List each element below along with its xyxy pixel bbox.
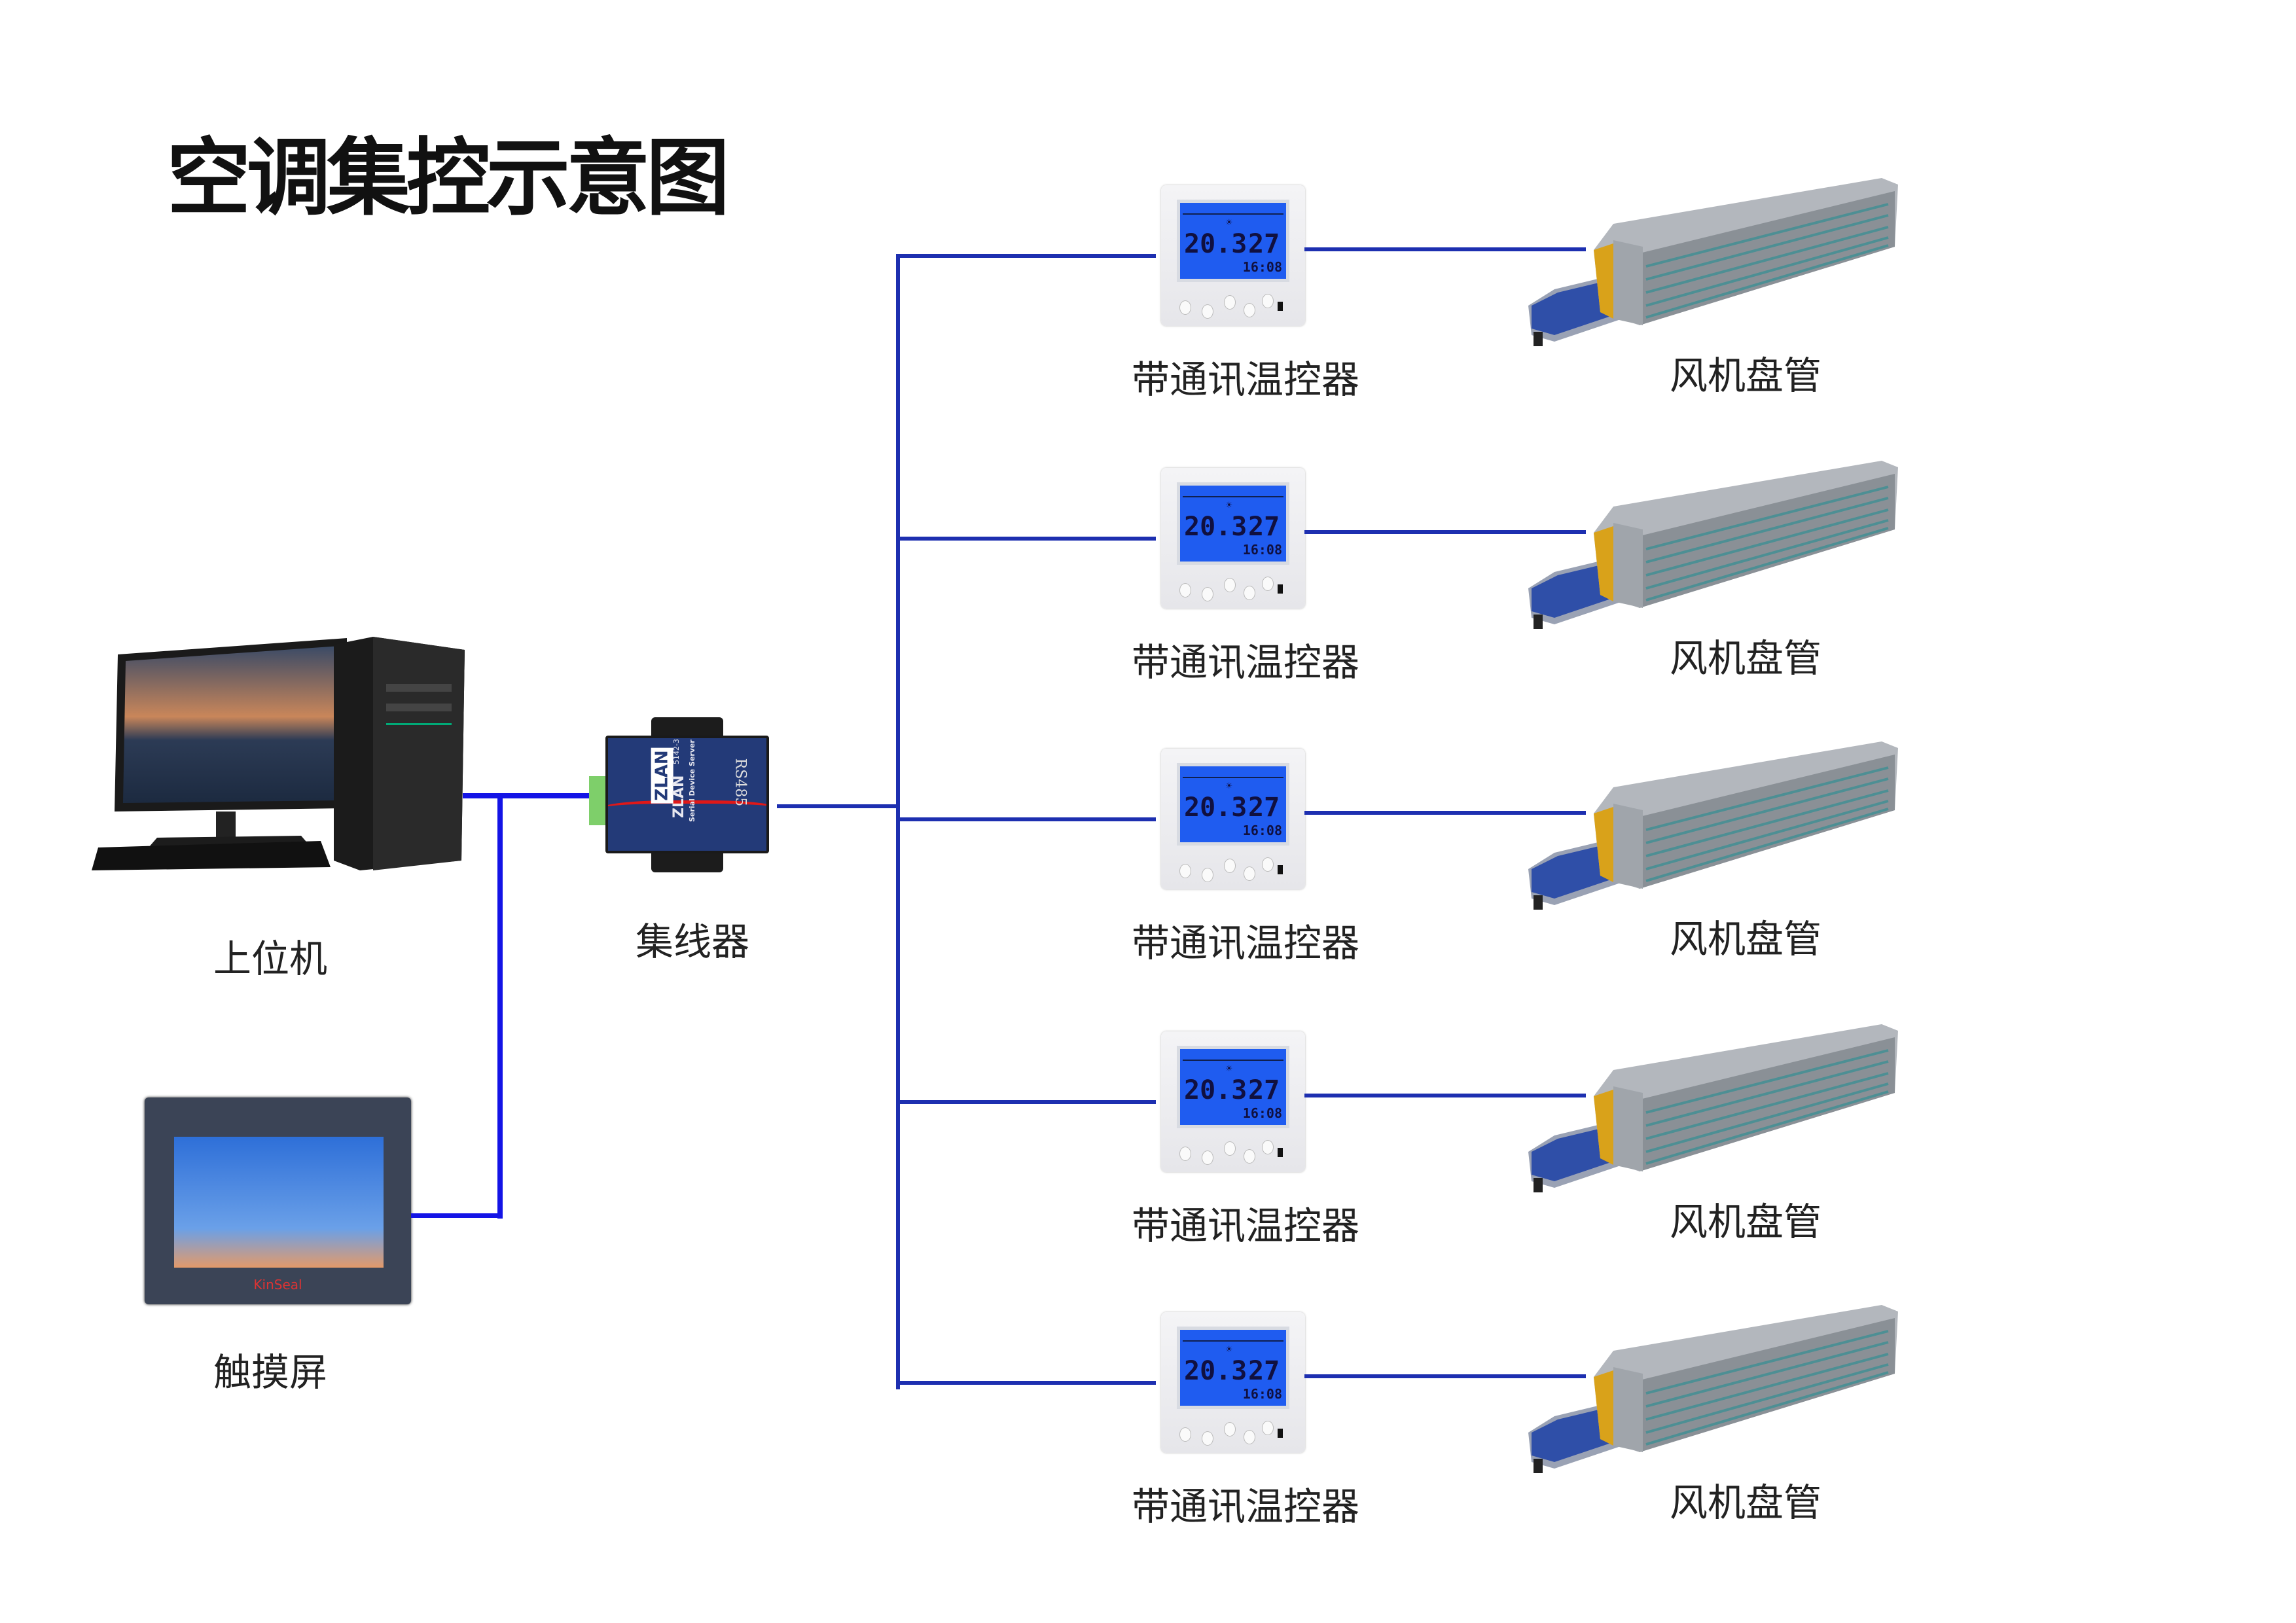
fan-coil-label: 风机盘管 xyxy=(1669,353,1822,398)
time-readout: 16:08 xyxy=(1242,259,1282,275)
bus-vertical-line xyxy=(896,254,900,1389)
sun-icon: ☀ xyxy=(1226,499,1232,511)
thermostat-fan-line xyxy=(1304,1374,1586,1378)
thermostat-device: ☀ 20.3 27 16:08 xyxy=(1161,1312,1305,1453)
set-temp-readout: 27 xyxy=(1248,512,1280,542)
down-button[interactable] xyxy=(1244,866,1255,881)
bus-branch-line xyxy=(898,817,1156,821)
room-temp-readout: 20.3 xyxy=(1184,1075,1247,1105)
page-title: 空调集控示意图 xyxy=(167,130,730,227)
up-button[interactable] xyxy=(1262,577,1274,591)
thermostat-lcd: ☀ 20.3 27 16:08 xyxy=(1177,1327,1289,1409)
room-temp-readout: 20.3 xyxy=(1184,512,1247,542)
settings-button[interactable] xyxy=(1224,1422,1236,1436)
sun-icon: ☀ xyxy=(1226,216,1232,228)
bus-branch-line xyxy=(898,537,1156,541)
sun-icon: ☀ xyxy=(1226,779,1232,792)
thermostat-device: ☀ 20.3 27 16:08 xyxy=(1161,749,1305,889)
thermostat-device: ☀ 20.3 27 16:08 xyxy=(1161,185,1305,326)
time-readout: 16:08 xyxy=(1242,1386,1282,1402)
touchscreen-display xyxy=(174,1137,384,1268)
thermostat-fan-line xyxy=(1304,811,1586,815)
touchscreen-label: 触摸屏 xyxy=(213,1350,328,1395)
mode-button[interactable] xyxy=(1202,304,1213,319)
sun-icon: ☀ xyxy=(1226,1062,1232,1075)
power-button[interactable] xyxy=(1179,864,1191,878)
up-button[interactable] xyxy=(1262,1140,1274,1154)
fan-coil-label: 风机盘管 xyxy=(1669,1480,1822,1525)
thermostat-label: 带通讯温控器 xyxy=(1131,921,1360,965)
touchscreen-connection xyxy=(411,1213,503,1218)
up-button[interactable] xyxy=(1262,294,1274,308)
set-temp-readout: 27 xyxy=(1248,229,1280,259)
fan-coil-unit-icon xyxy=(1528,1305,1898,1473)
fan-coil-unit-icon xyxy=(1528,461,1898,629)
thermostat-label: 带通讯温控器 xyxy=(1131,357,1360,402)
up-button[interactable] xyxy=(1262,1421,1274,1435)
room-temp-readout: 20.3 xyxy=(1184,793,1247,823)
fan-coil-label: 风机盘管 xyxy=(1669,1200,1822,1244)
power-button[interactable] xyxy=(1179,583,1191,597)
host-computer-icon xyxy=(92,637,465,870)
mode-button[interactable] xyxy=(1202,868,1213,882)
set-temp-readout: 27 xyxy=(1248,1075,1280,1105)
thermostat-device: ☀ 20.3 27 16:08 xyxy=(1161,1031,1305,1172)
thermostat-lcd: ☀ 20.3 27 16:08 xyxy=(1177,200,1289,282)
down-button[interactable] xyxy=(1244,1149,1255,1164)
settings-button[interactable] xyxy=(1224,1141,1236,1156)
sun-icon: ☀ xyxy=(1226,1343,1232,1355)
thermostat-label: 带通讯温控器 xyxy=(1131,640,1360,685)
thermostat-label: 带通讯温控器 xyxy=(1131,1484,1360,1529)
settings-button[interactable] xyxy=(1224,859,1236,873)
fan-coil-label: 风机盘管 xyxy=(1669,917,1822,961)
down-button[interactable] xyxy=(1244,586,1255,600)
fan-coil-label: 风机盘管 xyxy=(1669,636,1822,681)
touchscreen-device: KinSeal xyxy=(145,1097,411,1304)
up-button[interactable] xyxy=(1262,857,1274,872)
time-readout: 16:08 xyxy=(1242,542,1282,558)
hub-device: ZLAN ZLAN 5142-3 Serial Device Server RS… xyxy=(589,717,769,872)
power-button[interactable] xyxy=(1179,1147,1191,1161)
bus-branch-line xyxy=(898,1381,1156,1385)
bus-branch-line xyxy=(898,254,1156,258)
host-vertical-connection xyxy=(497,793,503,1219)
time-readout: 16:08 xyxy=(1242,1105,1282,1121)
host-label: 上位机 xyxy=(213,936,328,981)
touchscreen-brand: KinSeal xyxy=(253,1277,302,1293)
down-button[interactable] xyxy=(1244,1430,1255,1444)
hub-bus-connection xyxy=(777,804,900,808)
power-button[interactable] xyxy=(1179,1427,1191,1442)
hub-description: Serial Device Server xyxy=(688,740,696,822)
set-temp-readout: 27 xyxy=(1248,793,1280,823)
hub-label: 集线器 xyxy=(635,919,750,964)
room-temp-readout: 20.3 xyxy=(1184,1356,1247,1386)
bus-branch-line xyxy=(898,1100,1156,1104)
room-temp-readout: 20.3 xyxy=(1184,229,1247,259)
mode-button[interactable] xyxy=(1202,587,1213,601)
settings-button[interactable] xyxy=(1224,295,1236,310)
fan-coil-unit-icon xyxy=(1528,741,1898,910)
down-button[interactable] xyxy=(1244,303,1255,317)
hub-brand: ZLAN xyxy=(651,747,673,804)
thermostat-fan-line xyxy=(1304,1094,1586,1097)
fan-coil-unit-icon xyxy=(1528,1024,1898,1192)
mode-button[interactable] xyxy=(1202,1150,1213,1165)
hub-model: 5142-3 xyxy=(672,739,681,764)
thermostat-device: ☀ 20.3 27 16:08 xyxy=(1161,468,1305,609)
mode-button[interactable] xyxy=(1202,1431,1213,1446)
thermostat-fan-line xyxy=(1304,247,1586,251)
fan-coil-unit-icon xyxy=(1528,178,1898,346)
host-hub-connection xyxy=(463,793,589,798)
hub-brand-vertical: ZLAN xyxy=(671,775,687,818)
thermostat-lcd: ☀ 20.3 27 16:08 xyxy=(1177,482,1289,565)
thermostat-label: 带通讯温控器 xyxy=(1131,1204,1360,1248)
thermostat-lcd: ☀ 20.3 27 16:08 xyxy=(1177,763,1289,846)
thermostat-fan-line xyxy=(1304,530,1586,534)
thermostat-lcd: ☀ 20.3 27 16:08 xyxy=(1177,1046,1289,1128)
settings-button[interactable] xyxy=(1224,578,1236,592)
power-button[interactable] xyxy=(1179,300,1191,315)
hub-port: RS485 xyxy=(732,758,749,807)
set-temp-readout: 27 xyxy=(1248,1356,1280,1386)
time-readout: 16:08 xyxy=(1242,823,1282,838)
